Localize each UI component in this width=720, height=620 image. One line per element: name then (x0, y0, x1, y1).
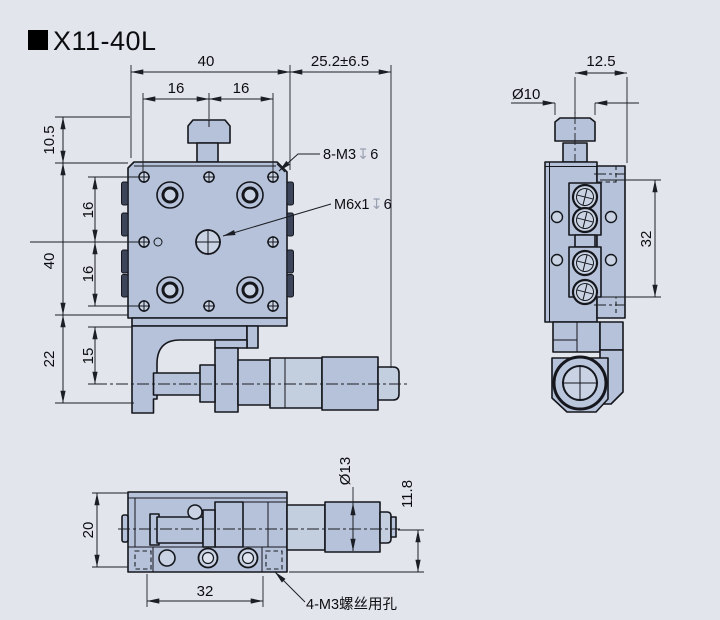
dim-barrel-dia: Ø13 (337, 457, 354, 485)
front-view-base-bracket (131, 325, 259, 414)
front-view-center-hole (195, 229, 221, 255)
dim-top-pitch-left: 16 (168, 80, 185, 97)
label-mount-holes: 4-M3螺丝用孔 (306, 596, 398, 613)
dim-travel-ref: 32 (638, 231, 655, 248)
side-view-carriage-screws (550, 183, 618, 306)
callout-mount-holes: 4-M3螺丝用孔 (274, 571, 398, 613)
side-view-dimensions: 12.5 Ø10 32 (511, 53, 661, 298)
side-view-clamp-knob (554, 112, 596, 172)
front-view-micrometer (95, 356, 407, 411)
bottom-view-mount-holes (134, 547, 283, 570)
front-view-dimensions: 40 25.2±6.5 16 16 10.5 40 22 16 16 15 8-… (30, 53, 392, 404)
dim-top-width: 40 (198, 53, 215, 70)
front-view-m3-holes (138, 171, 279, 312)
dim-row-upper: 16 (80, 202, 97, 219)
title-bullet-square (28, 30, 48, 50)
dim-knob-dia: Ø10 (512, 86, 540, 103)
dim-mount-pitch: 32 (197, 583, 214, 600)
page-title: X11-40L (53, 26, 157, 56)
side-view-micrometer-end (551, 321, 624, 413)
front-view-rail-tabs (121, 181, 294, 298)
dim-center-to-edge: 12.5 (586, 53, 615, 70)
label-pattern-holes: 8-M3↧6 (323, 147, 378, 163)
side-view (544, 112, 626, 413)
dim-lower-height: 22 (41, 351, 58, 368)
dim-axis-height: 15 (80, 348, 97, 365)
label-center-hole: M6x1↧6 (334, 197, 392, 213)
dim-axis-height-bottom: 11.8 (399, 480, 416, 508)
bottom-view (118, 491, 400, 573)
dim-knob-height: 10.5 (41, 125, 58, 154)
dim-thickness: 20 (80, 522, 97, 539)
front-view (95, 119, 407, 414)
title-block: X11-40L (28, 26, 157, 56)
dim-row-lower: 16 (80, 266, 97, 283)
dim-body-height: 40 (41, 253, 58, 270)
dim-top-pitch-right: 16 (233, 80, 250, 97)
front-view-counterbored-holes (156, 181, 264, 304)
callout-pattern-holes: 8-M3↧6 (278, 147, 378, 172)
dim-travel: 25.2±6.5 (311, 53, 369, 70)
front-view-clamp-knob (187, 119, 231, 163)
bottom-view-dimensions: 20 32 Ø13 11.8 4-M3螺丝用孔 (80, 457, 424, 613)
callout-center-hole: M6x1↧6 (222, 197, 392, 237)
